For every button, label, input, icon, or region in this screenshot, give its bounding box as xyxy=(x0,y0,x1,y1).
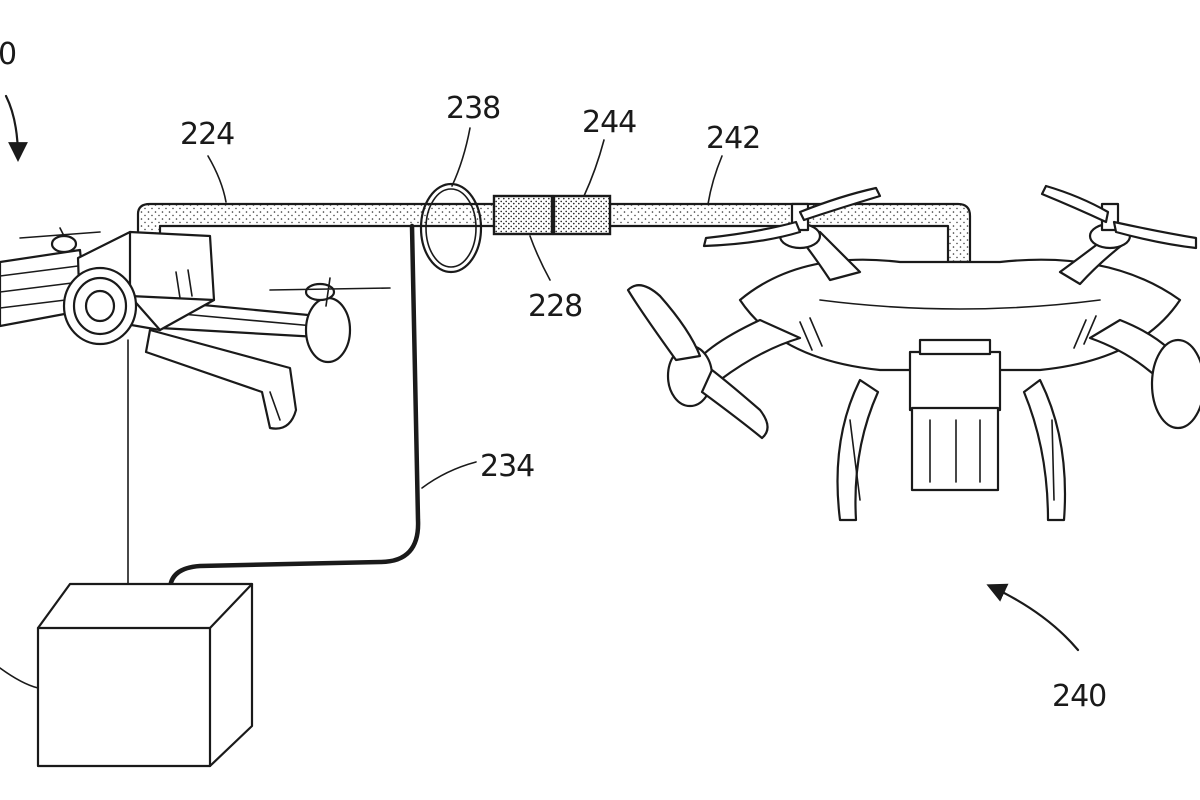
connector-coupling xyxy=(492,194,612,236)
leader-224 xyxy=(207,155,227,203)
tether-arm-right xyxy=(604,202,972,264)
right-drone xyxy=(626,184,1200,522)
label-234: 234 xyxy=(480,449,534,484)
label-242: 242 xyxy=(706,121,760,156)
arrow-240 xyxy=(986,583,1080,652)
leader-box xyxy=(0,667,39,689)
leader-234 xyxy=(421,461,477,489)
reference-numerals: 0 224 238 244 242 228 234 240 xyxy=(0,37,1107,714)
cable-234 xyxy=(167,223,421,607)
label-228: 228 xyxy=(528,289,582,324)
ring-238 xyxy=(419,182,483,274)
leader-228 xyxy=(529,235,551,281)
label-244: 244 xyxy=(582,105,636,140)
label-fig-number: 0 xyxy=(0,37,16,72)
ground-box xyxy=(36,582,254,768)
arrow-fig xyxy=(4,94,28,162)
connector-block-228 xyxy=(492,194,554,236)
left-drone xyxy=(0,227,391,430)
tether-arm-left xyxy=(136,202,502,250)
leader-lines xyxy=(0,94,1080,689)
leader-244 xyxy=(583,139,605,197)
leader-238 xyxy=(451,127,471,187)
label-240: 240 xyxy=(1052,679,1106,714)
tether-arm xyxy=(136,202,972,264)
connector-block-244 xyxy=(552,194,612,236)
label-238: 238 xyxy=(446,91,500,126)
leader-242 xyxy=(707,155,723,205)
label-224: 224 xyxy=(180,117,234,152)
